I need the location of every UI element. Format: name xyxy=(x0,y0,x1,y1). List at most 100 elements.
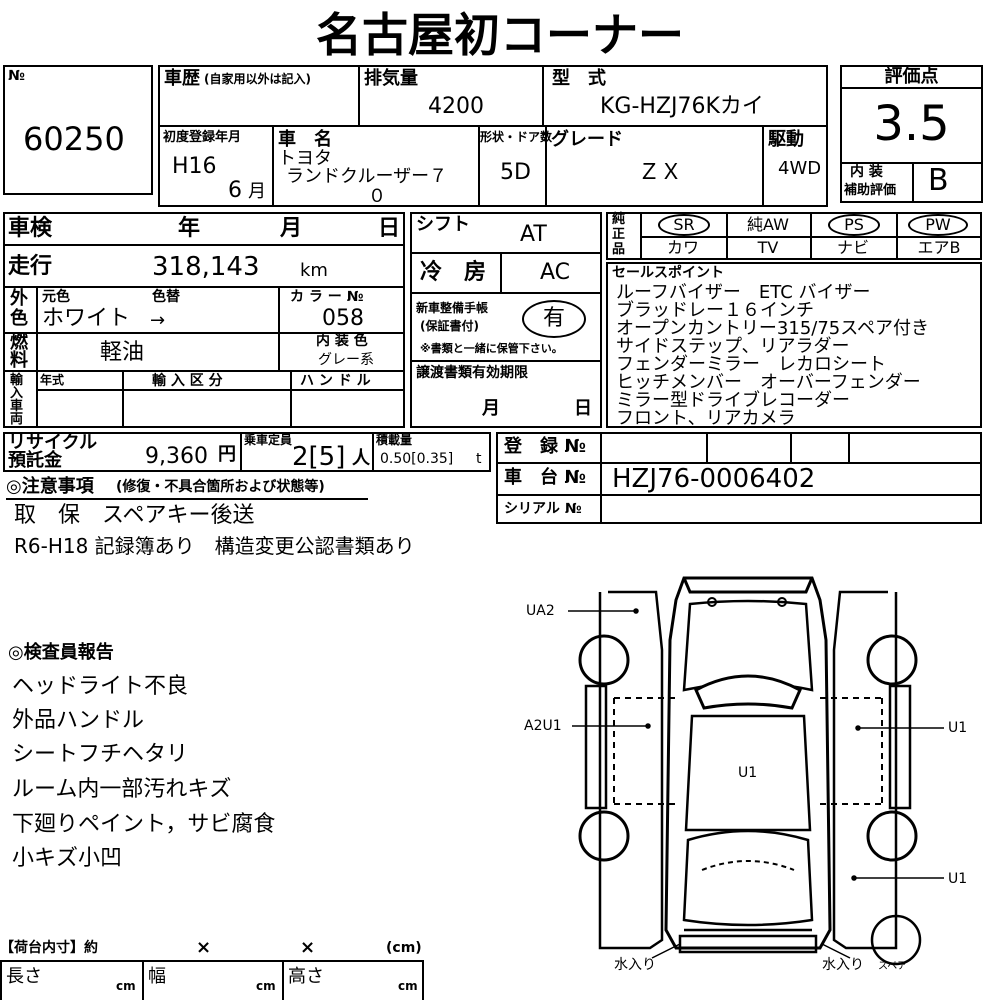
inspector-label: ◎検査員報告 xyxy=(8,642,114,663)
vehicle-header xyxy=(158,65,828,207)
inspector-line: 小キズ小凹 xyxy=(12,846,123,871)
model-value: KG-HZJ76Kカイ xyxy=(600,94,764,119)
inspector-line: シートフチヘタリ xyxy=(12,742,189,767)
load-unit: t xyxy=(476,451,482,467)
capacity-label: 乗車定員 xyxy=(244,433,293,447)
car-name-line1: ランドクルーザー７ xyxy=(286,166,448,187)
import-type-label: 輸 入 区 分 xyxy=(152,373,223,389)
fuel-value: 軽油 xyxy=(100,340,145,365)
manual-value: 有 xyxy=(522,300,586,338)
sales-point-line: フェンダーミラー レカロシート xyxy=(616,354,886,375)
water-front-label: 水入り xyxy=(614,957,656,973)
cargo-height-label: 高さ xyxy=(288,966,324,987)
cargo-cm: cm xyxy=(256,979,276,993)
cargo-unit: (cm) xyxy=(386,940,422,956)
import-label-3: 車 xyxy=(10,399,24,414)
note-line: R6-H18 記録簿あり 構造変更公認書類あり xyxy=(14,534,415,558)
equip-sr: SR xyxy=(658,214,710,236)
spare-label: スペア xyxy=(878,961,908,972)
first-reg-label: 初度登録年月 xyxy=(163,130,242,145)
color-no-label: カ ラ ー № xyxy=(290,289,364,305)
equip-navi: ナビ xyxy=(836,238,869,257)
inspector-line: ヘッドライト不良 xyxy=(12,674,189,699)
inspector-line: 外品ハンドル xyxy=(12,708,145,733)
equip-aw: 純AW xyxy=(747,215,789,234)
manual-label-2: (保証書付) xyxy=(420,319,479,333)
fuel-label-2: 料 xyxy=(10,350,28,371)
spec-block xyxy=(3,212,405,428)
drive-label: 駆動 xyxy=(768,129,804,150)
model-label: 型 式 xyxy=(552,68,606,89)
sales-points-label: セールスポイント xyxy=(612,265,724,281)
import-label-1: 輸 xyxy=(10,373,24,388)
recycle-value: 9,360 xyxy=(145,444,208,469)
history-label: 車歴 xyxy=(164,68,200,89)
recycle-label-1: リサイクル xyxy=(8,432,98,453)
exterior-label-2: 色 xyxy=(10,308,28,329)
cargo-cm: cm xyxy=(116,979,136,993)
cargo-label: 【荷台内寸】約 xyxy=(0,940,98,956)
notes-label: ◎注意事項 xyxy=(6,476,94,497)
equip-label-2: 正 xyxy=(612,227,626,242)
change-color-label: 色替 xyxy=(152,289,180,305)
capacity-value: 2[5] xyxy=(292,442,346,472)
sales-point-line: ミラー型ドライブレコーダー xyxy=(616,390,850,411)
recycle-unit: 円 xyxy=(218,444,236,465)
chassis-label: 車 台 № xyxy=(504,467,586,488)
sales-point-line: フロント、リアカメラ xyxy=(616,408,796,429)
car-maker: トヨタ xyxy=(278,148,332,169)
load-value: 0.50[0.35] xyxy=(380,451,454,467)
transfer-label: 譲渡書類有効期限 xyxy=(416,365,528,381)
rating-box xyxy=(840,65,983,203)
equip-pw: PW xyxy=(908,214,968,236)
inspection-label: 車検 xyxy=(8,216,53,241)
sales-point-line: ヒッチメンバー オーバーフェンダー xyxy=(616,372,921,393)
rating-label: 評価点 xyxy=(884,66,939,87)
serial-label: シリアル № xyxy=(504,501,582,517)
sales-point-line: ルーフバイザー ETC バイザー xyxy=(616,282,871,303)
doors-value: 5D xyxy=(500,160,531,185)
lot-label: № xyxy=(8,68,25,84)
aircon-label: 冷 房 xyxy=(420,260,487,285)
import-handle-label: ハ ン ド ル xyxy=(300,373,371,389)
import-label-2: 入 xyxy=(10,386,24,401)
import-year-label: 年式 xyxy=(40,373,65,387)
equip-label-3: 品 xyxy=(612,242,626,257)
orig-color-value: ホワイト xyxy=(42,306,131,331)
equip-tv: TV xyxy=(757,238,779,257)
load-label: 積載量 xyxy=(376,433,413,447)
transfer-day: 日 xyxy=(574,398,592,419)
shift-label: シフト xyxy=(416,214,470,235)
capacity-unit: 人 xyxy=(352,448,370,469)
fuel-label-1: 燃 xyxy=(10,332,28,353)
drive-value: 4WD xyxy=(778,158,822,179)
inspector-line: ルーム内一部汚れキズ xyxy=(12,777,232,802)
inspection-month: 月 xyxy=(280,216,303,241)
page-title: 名古屋初コーナー xyxy=(316,8,684,62)
history-note: (自家用以外は記入) xyxy=(204,72,311,86)
manual-note: ※書類と一緒に保管下さい。 xyxy=(420,342,563,355)
aircon-value: AC xyxy=(540,260,571,285)
cargo-table xyxy=(0,960,424,1000)
displacement-value: 4200 xyxy=(428,94,484,119)
interior-value: B xyxy=(928,163,949,198)
mileage-label: 走行 xyxy=(8,254,53,279)
equip-label-1: 純 xyxy=(612,212,626,227)
inspection-year: 年 xyxy=(178,216,201,241)
damage-code-label: A2U1 xyxy=(524,718,562,734)
registration-label: 登 録 № xyxy=(504,436,586,457)
mileage-value: 318,143 xyxy=(152,252,260,282)
cargo-x2: × xyxy=(300,937,316,958)
note-line: 取 保 スペアキー後送 xyxy=(14,503,255,528)
lot-box: № 60250 xyxy=(3,65,153,195)
equip-airbag: エアB xyxy=(917,238,961,257)
cargo-x1: × xyxy=(196,937,212,958)
interior-color-value: グレー系 xyxy=(318,352,374,368)
recycle-row xyxy=(3,432,491,472)
shift-value: AT xyxy=(520,222,547,247)
color-no-value: 058 xyxy=(322,306,364,331)
option-block xyxy=(410,212,602,428)
chassis-value: HZJ76-0006402 xyxy=(612,464,816,494)
mileage-unit: km xyxy=(300,260,328,281)
